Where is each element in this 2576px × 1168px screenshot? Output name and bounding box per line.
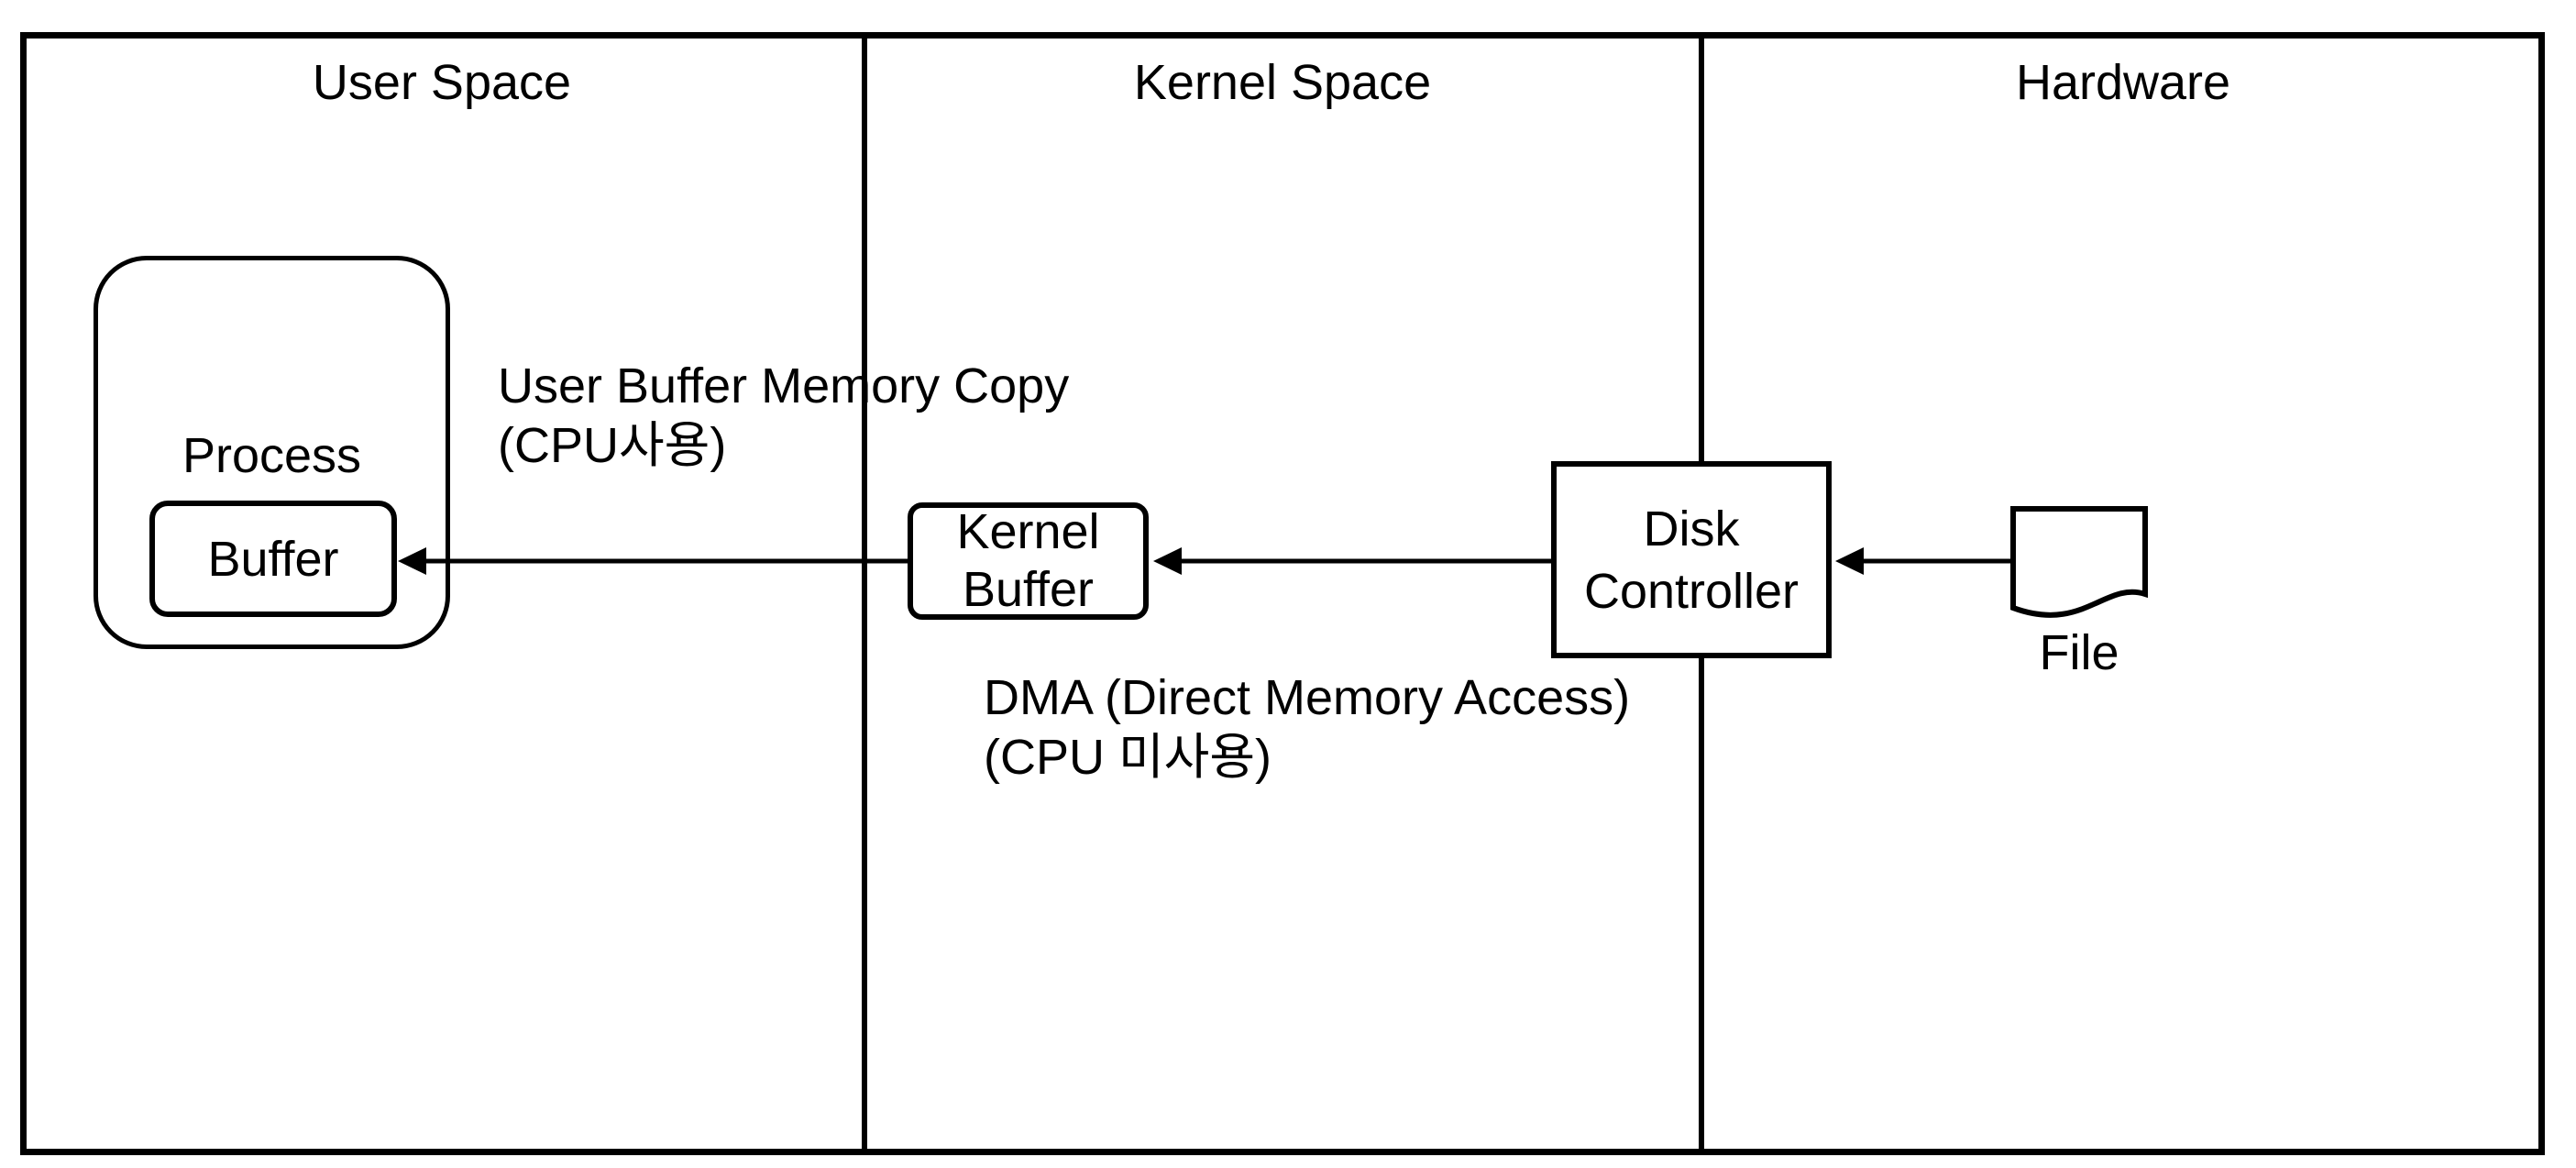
column-title-user-space: User Space	[312, 55, 572, 110]
user-buffer-node: Buffer	[149, 501, 397, 617]
annotation-memory-copy-line1: User Buffer Memory Copy	[498, 358, 1070, 413]
kernel-buffer-label-line1: Kernel	[956, 504, 1100, 559]
annotation-dma-line2: (CPU 미사용)	[984, 730, 1272, 785]
kernel-buffer-label-line2: Buffer	[962, 562, 1095, 617]
file-label: File	[2039, 625, 2119, 680]
disk-controller-node: Disk Controller	[1551, 461, 1832, 658]
kernel-buffer-node: Kernel Buffer	[908, 502, 1149, 620]
outer-border	[20, 32, 2545, 1155]
annotation-dma: DMA (Direct Memory Access) (CPU 미사용)	[984, 668, 1630, 788]
disk-controller-label-line2: Controller	[1583, 563, 1800, 619]
divider-user-kernel	[862, 32, 867, 1155]
column-title-kernel-space: Kernel Space	[1133, 55, 1432, 110]
user-buffer-label: Buffer	[207, 531, 339, 587]
process-node	[94, 256, 450, 649]
disk-controller-label-line1: Disk	[1643, 501, 1740, 556]
annotation-dma-line1: DMA (Direct Memory Access)	[984, 670, 1631, 725]
annotation-memory-copy-line2: (CPU사용)	[498, 418, 727, 473]
process-label: Process	[182, 428, 362, 483]
column-title-hardware: Hardware	[2015, 55, 2231, 110]
annotation-memory-copy: User Buffer Memory Copy (CPU사용)	[498, 357, 1069, 476]
